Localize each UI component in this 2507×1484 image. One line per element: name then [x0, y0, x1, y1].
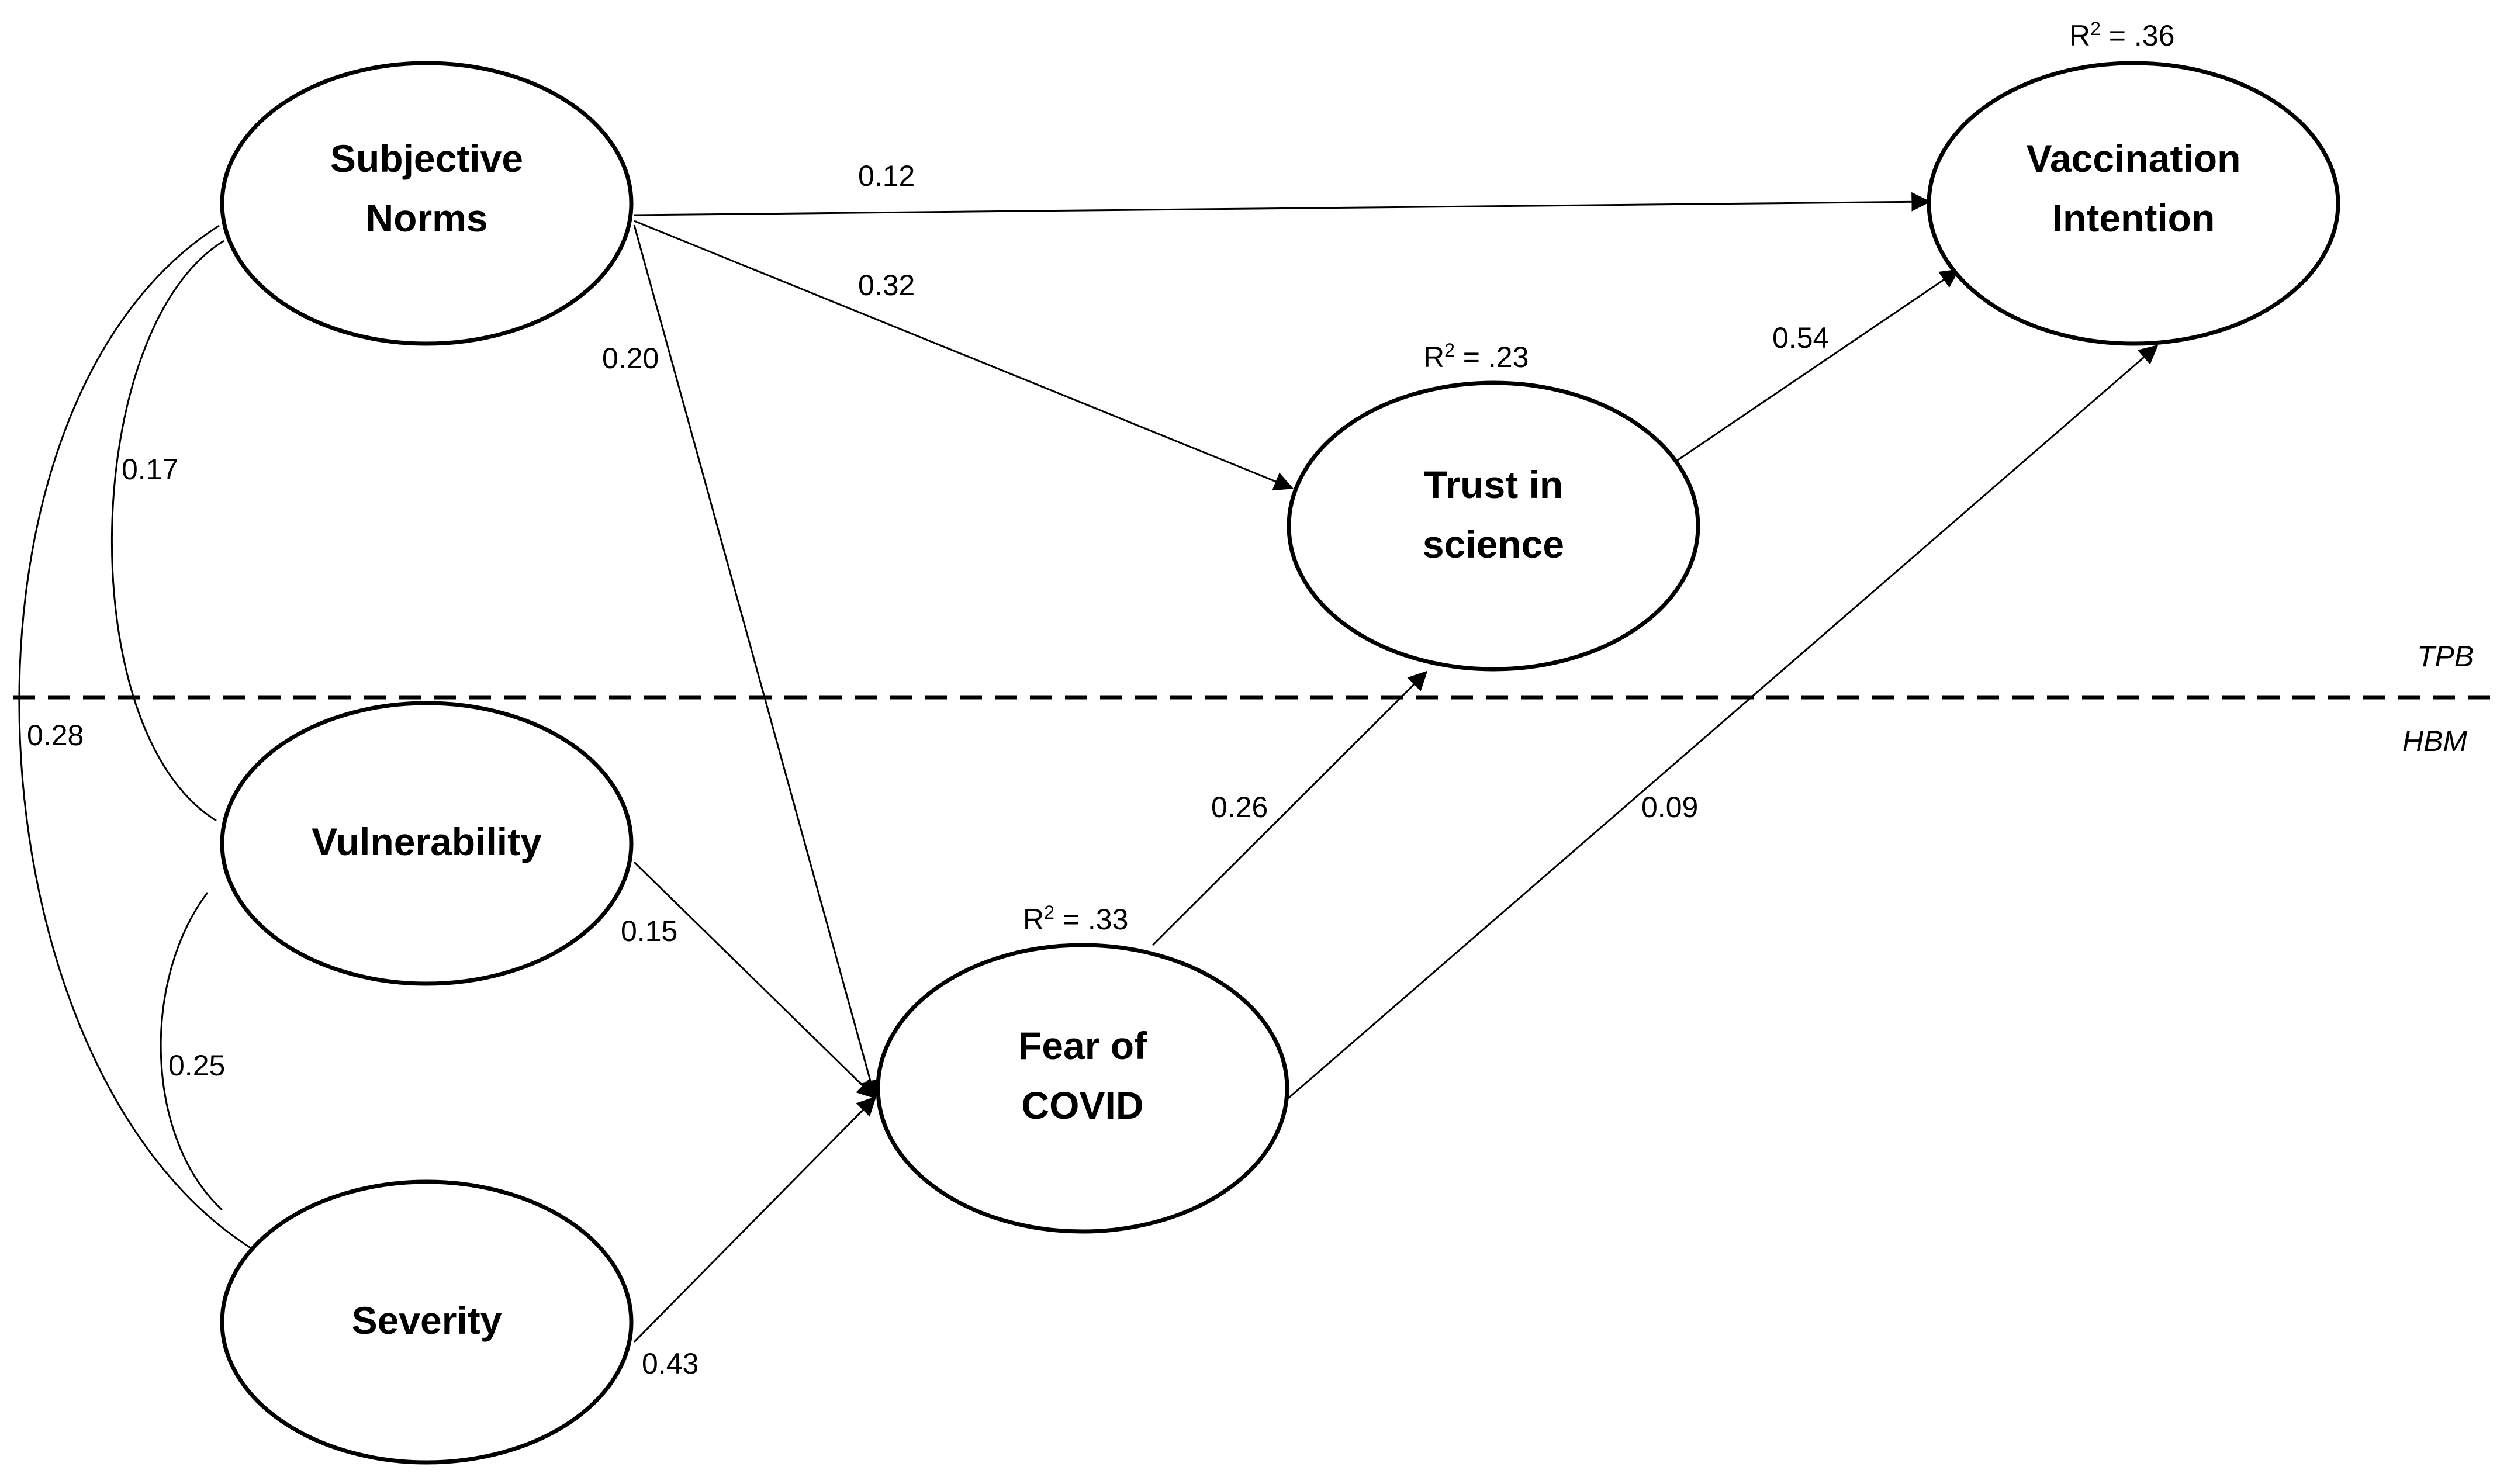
- path-arrow-trust-to-intention: [1675, 269, 1960, 463]
- node-subjective-norms-label-line2: Norms: [365, 196, 487, 240]
- path-arrow-severity-to-fear: [633, 1096, 877, 1343]
- node-severity: Severity: [220, 1179, 634, 1465]
- correlation-label-norms-severity: 0.28: [27, 719, 84, 752]
- correlation-curve-norms-vulnerability: [111, 240, 224, 822]
- node-vulnerability-label: Vulnerability: [312, 820, 542, 863]
- node-fear-of-covid-label-line1: Fear of: [1018, 1024, 1147, 1067]
- node-subjective-norms-label-line1: Subjective: [330, 137, 523, 180]
- node-trust-in-science: Trust in science: [1287, 380, 1700, 672]
- path-arrow-norms-to-fear: [633, 224, 880, 1100]
- path-label-norms-to-intention: 0.12: [858, 160, 915, 192]
- correlation-label-vulnerability-severity: 0.25: [168, 1049, 225, 1082]
- node-vaccination-intention: Vaccination Intention: [1927, 61, 2340, 346]
- path-label-norms-to-fear: 0.20: [602, 342, 659, 375]
- path-label-trust-to-intention: 0.54: [1772, 321, 1829, 354]
- path-arrow-fear-to-intention: [1288, 344, 2159, 1099]
- node-trust-in-science-label-line2: science: [1423, 523, 1564, 566]
- correlation-curve-vulnerability-severity: [160, 892, 223, 1211]
- node-severity-label: Severity: [352, 1299, 502, 1342]
- correlation-label-norms-vulnerability: 0.17: [122, 453, 178, 486]
- path-arrow-fear-to-trust: [1152, 670, 1428, 946]
- r-squared-fear-of-covid: R2 = .33: [1023, 902, 1128, 936]
- node-vulnerability: Vulnerability: [220, 701, 634, 986]
- r-squared-trust-in-science: R2 = .23: [1423, 340, 1529, 373]
- path-arrow-vulnerability-to-fear: [633, 861, 877, 1099]
- correlation-curve-norms-severity: [18, 224, 258, 1253]
- path-label-fear-to-intention: 0.09: [1641, 791, 1698, 824]
- path-arrow-norms-to-intention: [634, 192, 1931, 216]
- path-label-fear-to-trust: 0.26: [1211, 791, 1268, 824]
- node-trust-in-science-label-line1: Trust in: [1424, 463, 1563, 506]
- node-vaccination-intention-label-line2: Intention: [2052, 196, 2215, 240]
- path-label-vulnerability-to-fear: 0.15: [621, 915, 677, 947]
- path-label-norms-to-trust: 0.32: [858, 269, 915, 302]
- section-label-upper: TPB: [2417, 640, 2474, 673]
- node-subjective-norms: Subjective Norms: [220, 61, 634, 346]
- path-arrow-norms-to-trust: [634, 220, 1294, 491]
- node-fear-of-covid: Fear of COVID: [876, 943, 1289, 1234]
- path-label-severity-to-fear: 0.43: [642, 1347, 698, 1380]
- section-label-lower: HBM: [2402, 725, 2467, 757]
- node-vaccination-intention-label-line1: Vaccination: [2027, 137, 2241, 180]
- node-fear-of-covid-label-line2: COVID: [1021, 1084, 1143, 1127]
- r-squared-vaccination-intention: R2 = .36: [2069, 18, 2174, 52]
